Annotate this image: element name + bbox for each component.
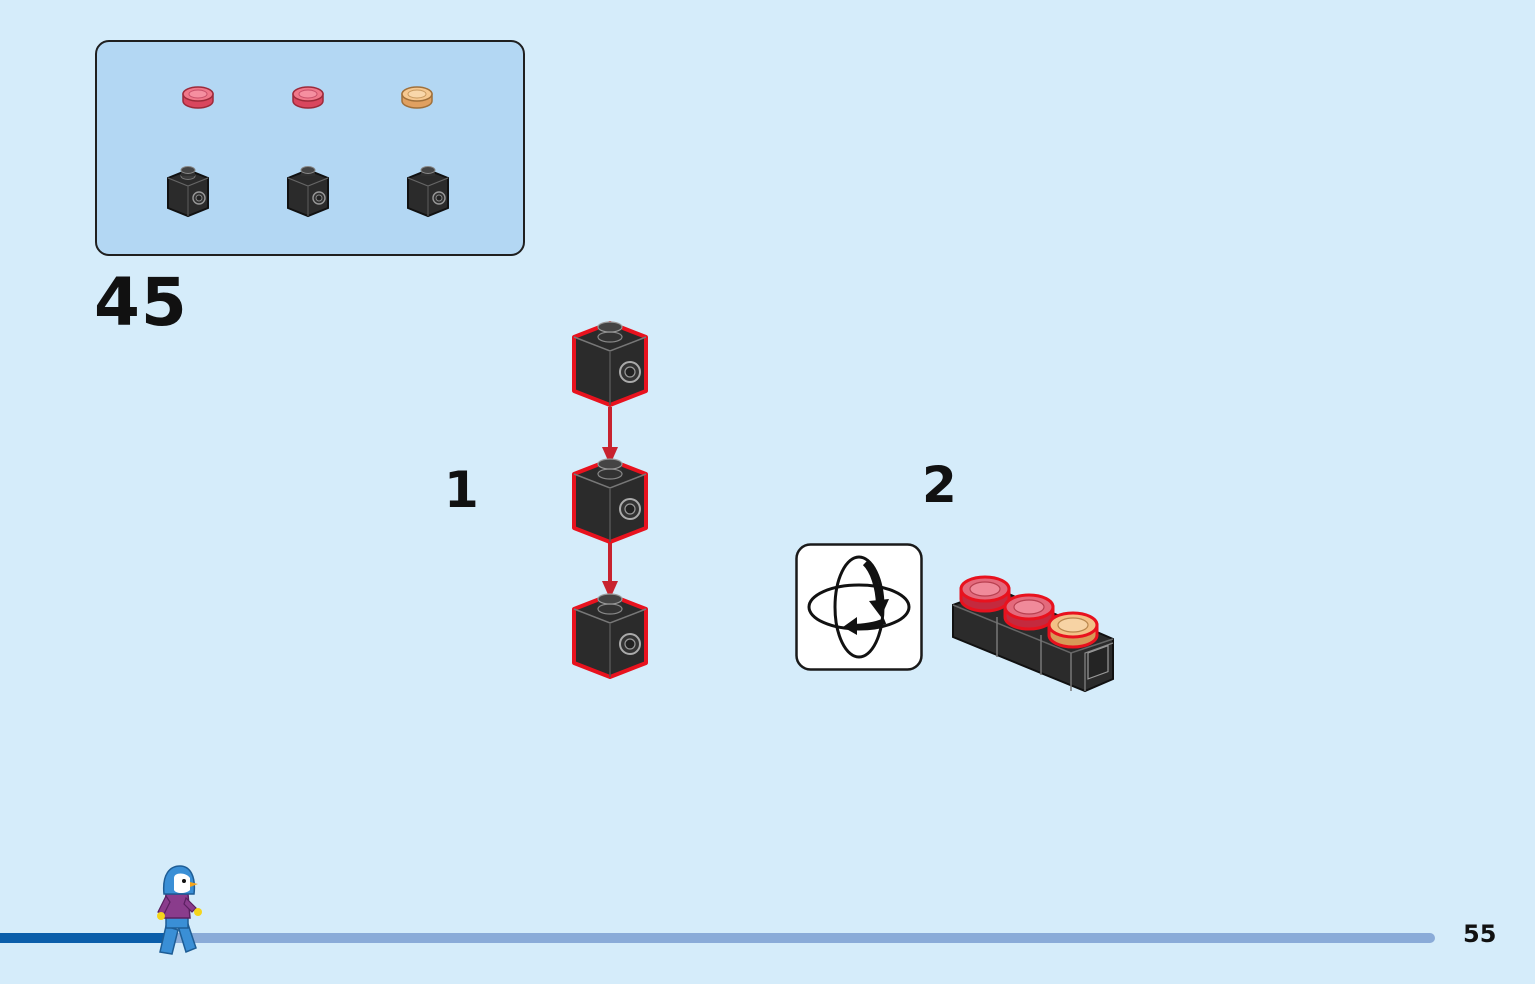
substep-label-1: 1 (444, 461, 479, 519)
page-number: 55 (1463, 920, 1497, 948)
minifigure-icon (157, 865, 202, 955)
black-brick-icon (167, 166, 209, 218)
progress-bar (0, 933, 1435, 943)
round-tile-red-icon (1003, 593, 1055, 631)
highlighted-black-brick (572, 320, 648, 407)
substep-2-illustration (952, 575, 1114, 693)
parts-list-box (95, 40, 525, 256)
round-tile-orange-icon (401, 86, 433, 109)
round-tile-red-icon (292, 86, 324, 109)
round-tile-red-icon (182, 86, 214, 109)
substep-label-2: 2 (922, 456, 957, 514)
down-arrow-icon (602, 407, 618, 465)
progress-bar-fill (0, 933, 165, 943)
substep-1-illustration (572, 320, 648, 679)
black-brick-icon (407, 166, 449, 218)
highlighted-black-brick (572, 592, 648, 679)
black-brick-icon (287, 166, 329, 218)
step-number: 45 (94, 264, 188, 341)
highlighted-black-brick (572, 457, 648, 544)
round-tile-red-icon (959, 575, 1011, 613)
round-tile-orange-icon (1047, 611, 1099, 649)
progress-bar-remaining (0, 933, 1435, 943)
down-arrow-icon (602, 543, 618, 599)
rotate-model-icon (795, 543, 923, 671)
